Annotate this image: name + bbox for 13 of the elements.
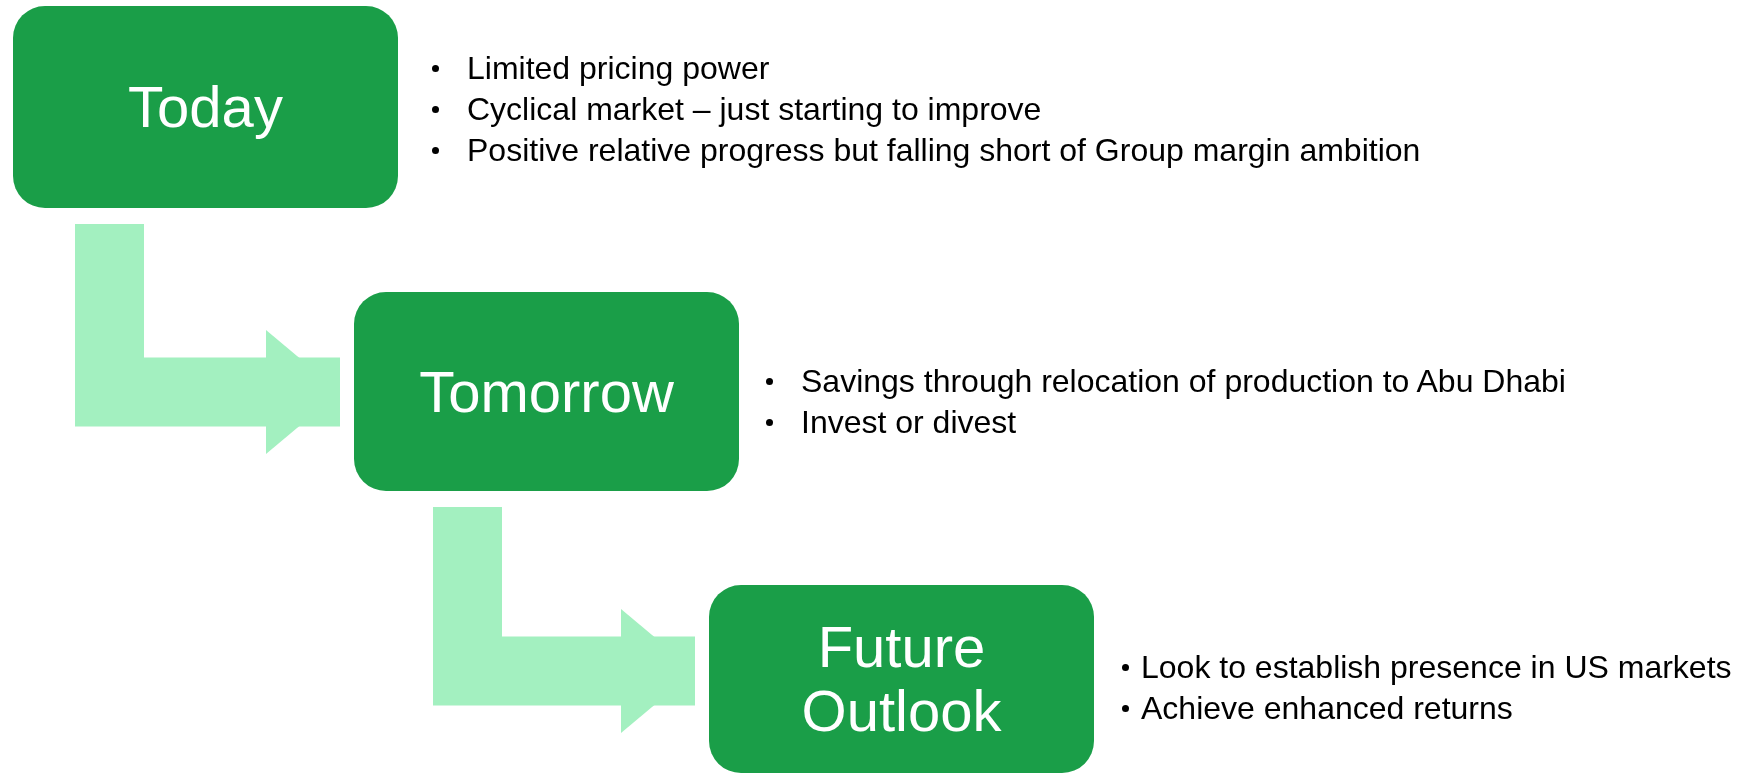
bullet-point: Positive relative progress but falling short of Group margin ambition	[467, 132, 1421, 169]
bullet-point: Cyclical market – just starting to improve	[467, 91, 1042, 128]
stage-box	[354, 292, 739, 491]
stage-title: Today	[128, 75, 283, 139]
stage-title: Tomorrow	[419, 359, 674, 424]
bullet-point: Look to establish presence in US markets	[1141, 649, 1732, 686]
bullet-point: Savings through relocation of production to Abu Dhabi	[801, 363, 1566, 400]
bullet-point: Invest or divest	[801, 404, 1017, 441]
stage-box	[13, 6, 398, 208]
stage-box	[709, 585, 1094, 773]
bullet-point: Achieve enhanced returns	[1141, 690, 1513, 727]
stage-title: Future Outlook	[800, 615, 1003, 743]
bullet-point: Limited pricing power	[467, 50, 770, 87]
